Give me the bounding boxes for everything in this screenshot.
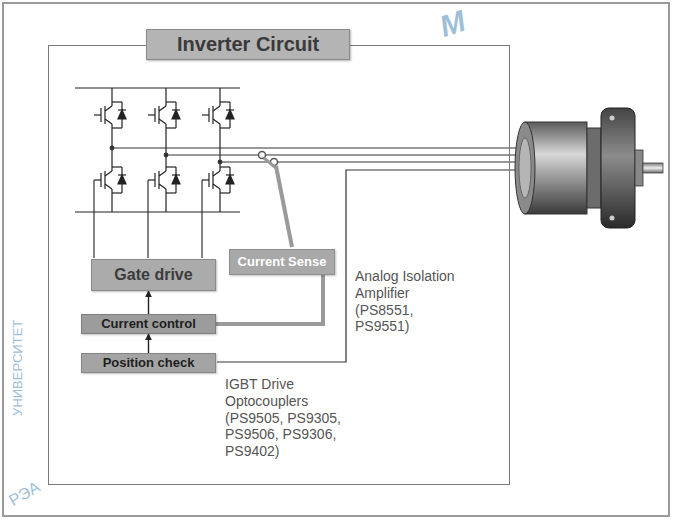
- junction-dot: [218, 160, 222, 164]
- leg-wire: [165, 88, 166, 101]
- diode-symbol: [118, 175, 126, 184]
- igbt-stroke: [213, 106, 220, 111]
- part-note: Analog Isolation Amplifier (PS8551, PS95…: [355, 268, 459, 335]
- igbt-stroke: [112, 192, 122, 193]
- dc-rail: [75, 211, 240, 212]
- mount-hole: [610, 116, 615, 121]
- igbt-stroke: [148, 179, 155, 180]
- phase-wire: [220, 161, 520, 162]
- dc-rail: [75, 87, 240, 88]
- igbt-stroke: [213, 184, 220, 189]
- igbt-symbol: [148, 101, 180, 129]
- leg-wire: [111, 194, 112, 212]
- watermark: УНИВЕРСИТЕТ: [10, 320, 26, 416]
- motor-end: [519, 138, 531, 198]
- diode-symbol: [172, 110, 180, 119]
- box-label: Current control: [101, 317, 196, 332]
- current-sensor: [259, 152, 293, 248]
- igbt-stroke: [213, 171, 220, 176]
- outer-frame: [3, 3, 669, 516]
- signal-arrow: [148, 334, 149, 353]
- igbt-stroke: [148, 114, 155, 115]
- motor-shaft: [643, 163, 663, 173]
- leg-wire: [111, 88, 112, 101]
- gate-drive-box: Gate drive: [91, 259, 216, 291]
- igbt-bridge: [75, 88, 240, 212]
- motor: [515, 108, 663, 228]
- box-label: Current Sense: [238, 255, 327, 270]
- diode-symbol: [226, 175, 234, 184]
- igbt-stroke: [158, 106, 159, 124]
- motor-flange: [601, 108, 635, 228]
- igbt-stroke: [220, 192, 230, 193]
- gate-lead: [93, 180, 94, 258]
- mount-hole: [610, 216, 615, 221]
- heading-tab: Inverter Circuit: [146, 29, 350, 60]
- igbt-stroke: [220, 166, 230, 167]
- igbt-symbol: [94, 166, 126, 194]
- signal-line: [216, 275, 323, 324]
- sense-lead: [276, 166, 292, 247]
- motor-boss: [635, 150, 643, 186]
- igbt-stroke: [159, 184, 166, 189]
- phase-wire: [110, 146, 520, 164]
- leg-wire: [219, 88, 220, 101]
- igbt-stroke: [104, 106, 105, 124]
- motor-ring: [587, 128, 601, 208]
- igbt-symbol: [94, 101, 126, 129]
- igbt-stroke: [112, 101, 122, 102]
- igbt-stroke: [94, 179, 101, 180]
- igbt-stroke: [212, 106, 213, 124]
- position-check-box: Position check: [81, 353, 216, 373]
- current-control-box: Current control: [81, 314, 216, 334]
- gate-lead: [94, 180, 202, 258]
- junction-dot: [110, 146, 114, 150]
- igbt-stroke: [166, 127, 176, 128]
- box-label: Gate drive: [114, 266, 192, 284]
- igbt-stroke: [104, 171, 105, 189]
- igbt-stroke: [112, 166, 122, 167]
- motor-end: [515, 122, 535, 214]
- igbt-stroke: [94, 114, 101, 115]
- igbt-stroke: [166, 192, 176, 193]
- part-note: IGBT Drive Optocouplers (PS9505, PS9305,…: [225, 376, 363, 460]
- igbt-stroke: [105, 184, 112, 189]
- igbt-stroke: [213, 119, 220, 124]
- igbt-stroke: [112, 127, 122, 128]
- igbt-symbol: [148, 166, 180, 194]
- gate-lead: [201, 180, 202, 258]
- diode-symbol: [226, 110, 234, 119]
- leg-wire: [165, 194, 166, 212]
- igbt-stroke: [220, 127, 230, 128]
- junction-dot: [164, 153, 168, 157]
- position-signal-wire: [217, 170, 520, 362]
- igbt-stroke: [105, 119, 112, 124]
- igbt-stroke: [159, 171, 166, 176]
- igbt-stroke: [166, 166, 176, 167]
- current-sensor: [259, 152, 266, 159]
- leg-wire: [219, 194, 220, 212]
- igbt-stroke: [202, 114, 209, 115]
- box-label: Position check: [103, 356, 195, 371]
- diode-symbol: [172, 175, 180, 184]
- igbt-symbol: [202, 101, 234, 129]
- current-sense-box: Current Sense: [229, 249, 335, 275]
- phase-wire: [166, 154, 520, 155]
- signal-arrow: [148, 291, 149, 314]
- igbt-stroke: [212, 171, 213, 189]
- igbt-stroke: [166, 101, 176, 102]
- igbt-stroke: [159, 106, 166, 111]
- phase-wire: [112, 147, 520, 148]
- igbt-stroke: [220, 101, 230, 102]
- igbt-stroke: [159, 119, 166, 124]
- igbt-stroke: [105, 106, 112, 111]
- igbt-stroke: [202, 179, 209, 180]
- diode-symbol: [118, 110, 126, 119]
- igbt-stroke: [158, 171, 159, 189]
- gate-lead: [147, 180, 148, 258]
- igbt-symbol: [202, 166, 234, 194]
- igbt-stroke: [105, 171, 112, 176]
